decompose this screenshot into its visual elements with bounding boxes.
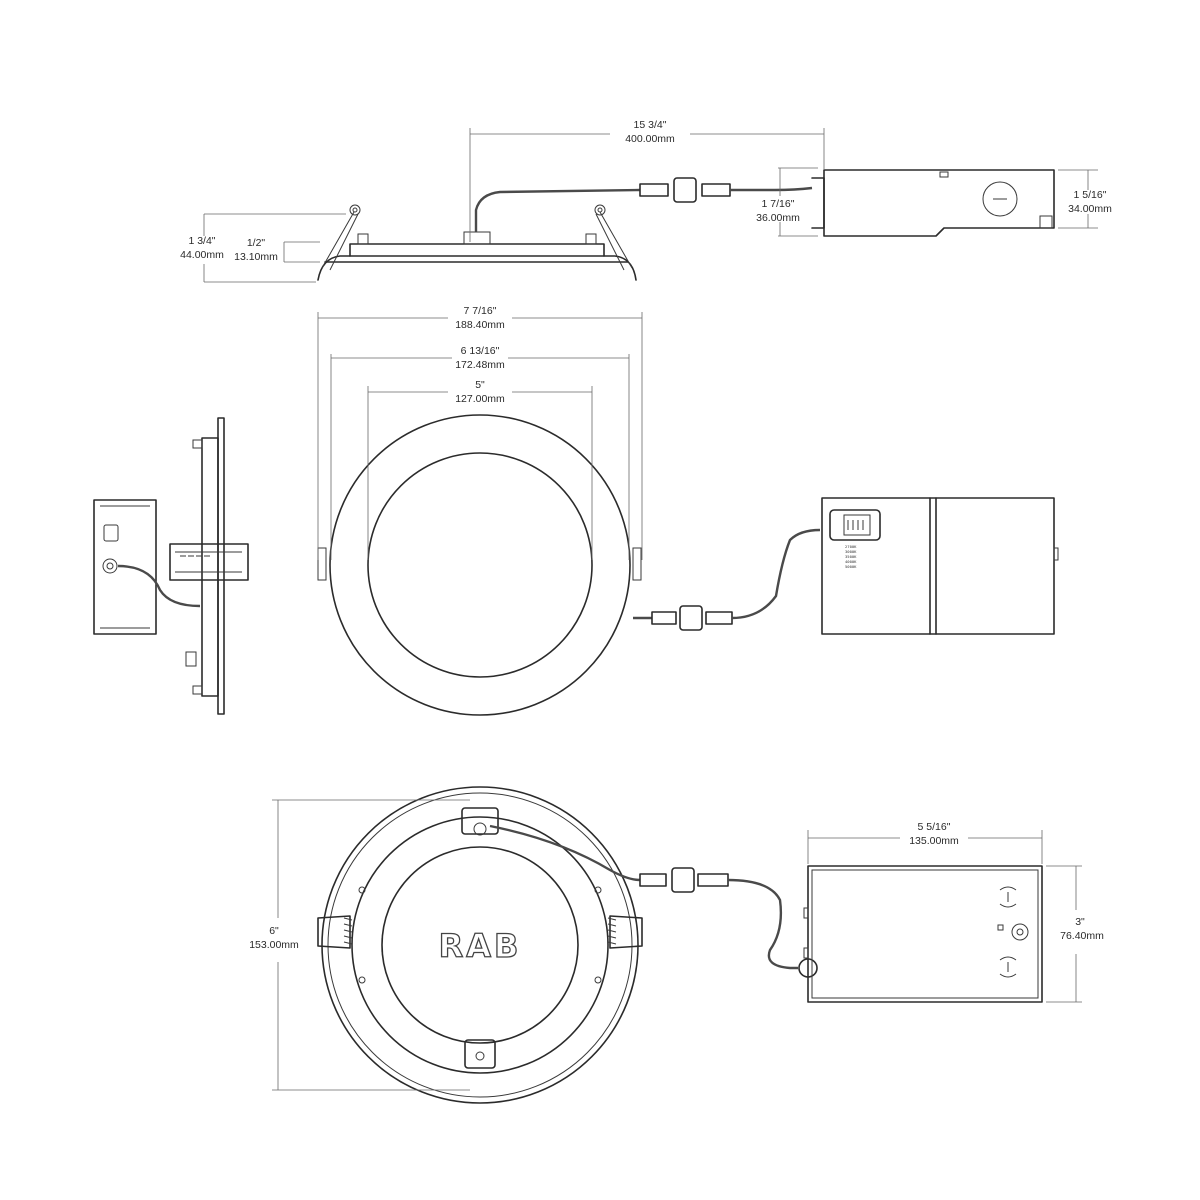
brand-logo: RAB — [439, 927, 522, 965]
cct-label: 5000K — [845, 564, 857, 569]
cct-label: 2700K — [845, 544, 857, 549]
driver-box-front: 2700K 3000K 3500K 4000K 5000K — [821, 497, 1059, 635]
cct-label: 4000K — [845, 559, 857, 564]
trim-diameter-imperial: 7 7/16" — [464, 305, 497, 317]
driver-box-top — [803, 865, 1043, 1003]
trim-height-imperial: 1/2" — [247, 237, 266, 249]
driver-side-height-imperial: 1 7/16" — [762, 198, 795, 210]
overall-length-metric: 400.00mm — [625, 133, 675, 145]
cct-label: 3500K — [845, 554, 857, 559]
back-height-imperial: 6" — [269, 925, 279, 937]
driver-width-metric: 76.40mm — [1060, 930, 1104, 942]
trim-diameter-metric: 188.40mm — [455, 319, 505, 331]
fixture-height-imperial: 1 3/4" — [188, 235, 215, 247]
cutout-diameter-imperial: 6 13/16" — [461, 345, 500, 357]
dimension-lines — [203, 128, 1098, 1091]
dimension-labels: 15 3/4" 400.00mm 1 3/4" 44.00mm 1/2" 13.… — [180, 119, 1112, 951]
edge-profile-view — [93, 417, 249, 715]
aperture-diameter-imperial: 5" — [475, 379, 485, 391]
side-elevation-view — [317, 169, 1055, 281]
aperture-diameter-metric: 127.00mm — [455, 393, 505, 405]
driver-width-imperial: 3" — [1075, 916, 1085, 928]
driver-depth-imperial: 1 5/16" — [1074, 189, 1107, 201]
back-height-metric: 153.00mm — [249, 939, 299, 951]
driver-side-height-metric: 36.00mm — [756, 212, 800, 224]
cct-label: 3000K — [845, 549, 857, 554]
driver-depth-metric: 34.00mm — [1068, 203, 1112, 215]
trim-height-metric: 13.10mm — [234, 251, 278, 263]
driver-length-imperial: 5 5/16" — [918, 821, 951, 833]
back-view: RAB — [317, 786, 818, 1104]
front-view — [317, 414, 821, 716]
overall-length-imperial: 15 3/4" — [634, 119, 667, 131]
cutout-diameter-metric: 172.48mm — [455, 359, 505, 371]
fixture-height-metric: 44.00mm — [180, 249, 224, 261]
driver-length-metric: 135.00mm — [909, 835, 959, 847]
cct-switch-labels: 2700K 3000K 3500K 4000K 5000K — [845, 544, 857, 569]
